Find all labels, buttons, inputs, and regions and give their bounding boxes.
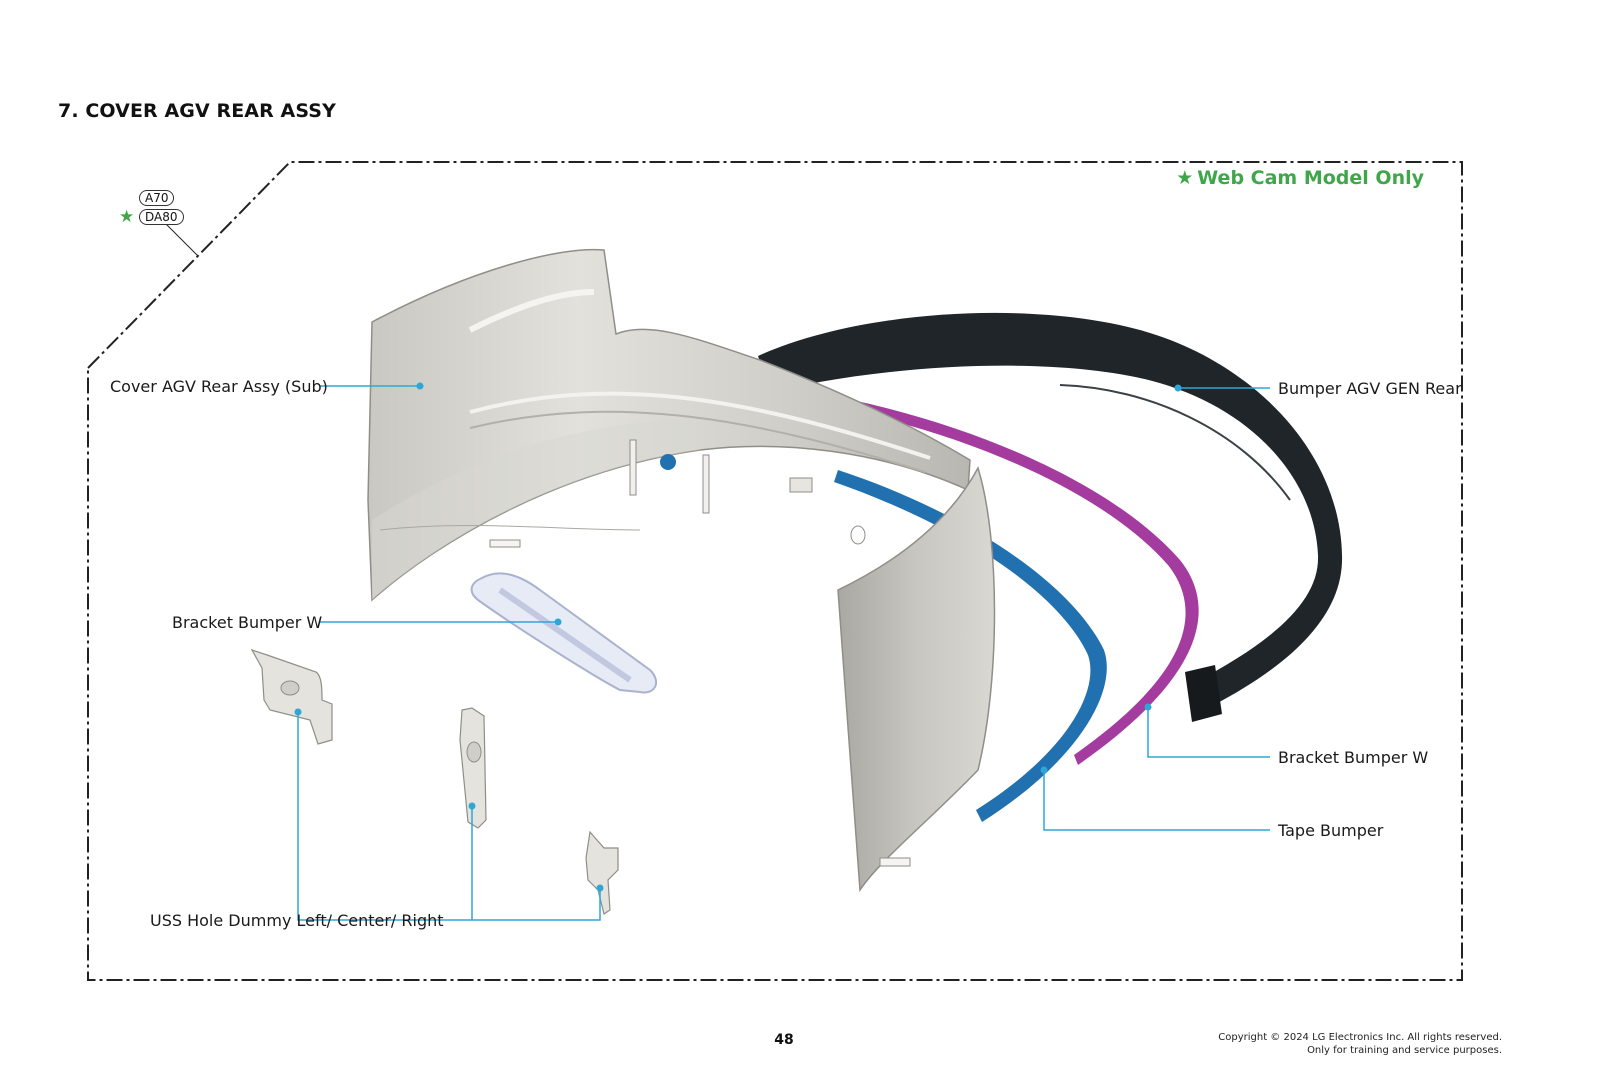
- leader-tape-bumper: [1043, 770, 1270, 831]
- leader-uss-dummy: [297, 712, 601, 921]
- uss-hole-dummy-center-part: [459, 707, 487, 829]
- page-number: 48: [774, 1032, 794, 1048]
- cover-agv-rear-assy-sub-part: [367, 248, 996, 893]
- callout-bumper-rear: Bumper AGV GEN Rear: [1278, 379, 1462, 398]
- uss-hole-dummy-left-part: [250, 648, 333, 745]
- callout-tape-bumper: Tape Bumper: [1278, 821, 1384, 840]
- model-badge-da80: DA80: [139, 209, 184, 225]
- callout-bracket-left: Bracket Bumper W: [172, 613, 323, 632]
- star-icon: ★: [119, 207, 135, 226]
- bumper-agv-gen-rear-part: [758, 312, 1343, 722]
- model-badge-a70: A70: [139, 190, 175, 206]
- uss-hole-dummy-right-part: [585, 830, 619, 915]
- callout-uss-dummy: USS Hole Dummy Left/ Center/ Right: [150, 911, 444, 930]
- bracket-bumper-w-left-part: [470, 572, 658, 694]
- assembly-frame: [87, 161, 1463, 981]
- leader-dots: [294, 382, 1182, 892]
- leader-lines: [297, 385, 1270, 921]
- copyright-notice: Copyright © 2024 LG Electronics Inc. All…: [1218, 1031, 1502, 1057]
- webcam-model-note: ★Web Cam Model Only: [1176, 167, 1424, 189]
- callout-bracket-right: Bracket Bumper W: [1278, 748, 1429, 767]
- star-icon: ★: [1176, 167, 1194, 189]
- callout-cover-sub: Cover AGV Rear Assy (Sub): [110, 377, 328, 396]
- leader-bracket-right: [1147, 707, 1270, 758]
- webcam-note-text: Web Cam Model Only: [1197, 167, 1424, 189]
- badge-leader: [165, 223, 199, 257]
- copyright-line-1: Copyright © 2024 LG Electronics Inc. All…: [1218, 1032, 1502, 1043]
- copyright-line-2: Only for training and service purposes.: [1307, 1045, 1502, 1056]
- section-title: 7. COVER AGV REAR ASSY: [58, 100, 336, 122]
